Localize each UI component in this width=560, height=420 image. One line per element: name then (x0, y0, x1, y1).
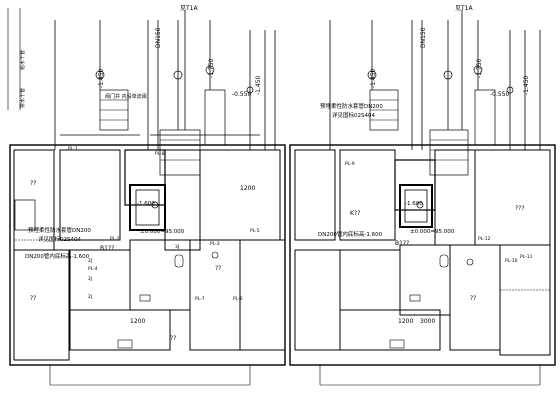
right-elev-box: -1.600 (405, 201, 423, 207)
right-labels: 见T1A DN150 -1.750 -1.450 -0.550 -1.450 预… (318, 5, 533, 325)
right-elev-floor: ±0.000=95.000 (410, 229, 455, 235)
right-sleeve-note-2: 详见国标02S404 (332, 111, 375, 119)
right-level-1: -1.750 (476, 58, 483, 78)
right-room-2: B1?? (395, 240, 409, 247)
right-sleeve-note-1: 预埋柔性防水套管DN200 (320, 102, 383, 110)
right-tag-top: DN150 (420, 27, 427, 48)
left-elev-box: -1.600 (137, 201, 155, 207)
pipe-markers (95, 65, 514, 209)
left-pl-2: PL-2 (110, 236, 120, 242)
right-room-1: K?? (350, 210, 360, 217)
left-room-2: ?? (30, 295, 36, 302)
left-pl-5: PL-5 (250, 228, 260, 234)
left-elev-floor: ±0.000=95.000 (140, 229, 185, 235)
left-vertical-pipes (54, 10, 276, 150)
right-pl-2: PL-10 (505, 258, 518, 264)
left-level-3: -0.550 (232, 91, 252, 98)
right-dim-1: 1200 (398, 318, 413, 325)
left-level-4: -1.450 (255, 75, 262, 95)
left-level-2: -1.450 (98, 68, 105, 88)
right-ref-label: 见T1A (455, 5, 473, 12)
left-tag-top: DN150 (155, 27, 162, 48)
right-level-2: -1.450 (370, 68, 377, 88)
left-room-5: ?? (30, 180, 36, 187)
left-sleeve-note-1: 预埋柔性防水套管DN200 (28, 226, 91, 234)
left-dim-2: 1200 (240, 185, 255, 192)
left-level-1: -1.750 (208, 58, 215, 78)
left-ref-label: 见T1A (180, 5, 198, 12)
left-floor-tag-1: 2J (88, 258, 92, 264)
left-pl-6: PL-6 (233, 296, 243, 302)
left-floor-tag-3: 2J (88, 294, 92, 300)
left-floor-tag-4: 3J (175, 244, 179, 250)
left-sleeve-note-2: 详见国标02S404 (38, 235, 81, 243)
right-pl-1: PL-9 (345, 161, 355, 167)
right-building (289, 89, 556, 386)
left-building (9, 89, 286, 386)
left-pl-3: PL-3 (210, 241, 220, 247)
right-pl-4: PL-12 (478, 236, 491, 242)
right-level-3: -0.550 (490, 91, 510, 98)
left-room-3: ?? (215, 265, 221, 272)
left-room-4: ?? (170, 335, 176, 342)
right-pl-3: PL-11 (520, 254, 533, 260)
right-dim-2: 3000 (420, 318, 435, 325)
left-labels: 见T1A DN150 -1.750 -1.450 -0.550 -1.450 阀… (25, 5, 262, 342)
left-sleeve-note-3: DN200管内底标高-1.600 (25, 252, 90, 260)
left-floor-tag-2: 2J (88, 276, 92, 282)
legend: 给水干管 排水干管 (7, 8, 26, 110)
right-level-4: -1.450 (523, 75, 530, 95)
left-pl-7: PL-7 (195, 296, 205, 302)
legend-text-2: 排水干管 (19, 88, 26, 108)
right-room-3: ??? (515, 205, 525, 212)
fixtures (117, 251, 474, 349)
left-dim-1: 1200 (130, 318, 145, 325)
left-valve-note: 阀门井 内设单流阀 (105, 93, 147, 100)
right-sleeve-note-3: DN200管内底标高-1.600 (318, 230, 383, 238)
left-pl-4: PL-4 (88, 266, 98, 272)
left-pl-1: PL-1 (68, 146, 78, 152)
right-room-4: ?? (470, 295, 476, 302)
left-room-1: B1?? (100, 245, 114, 252)
left-pl-8: PL-8 (155, 151, 165, 157)
legend-text-1: 给水干管 (19, 50, 26, 70)
right-vertical-pipes (329, 10, 541, 150)
